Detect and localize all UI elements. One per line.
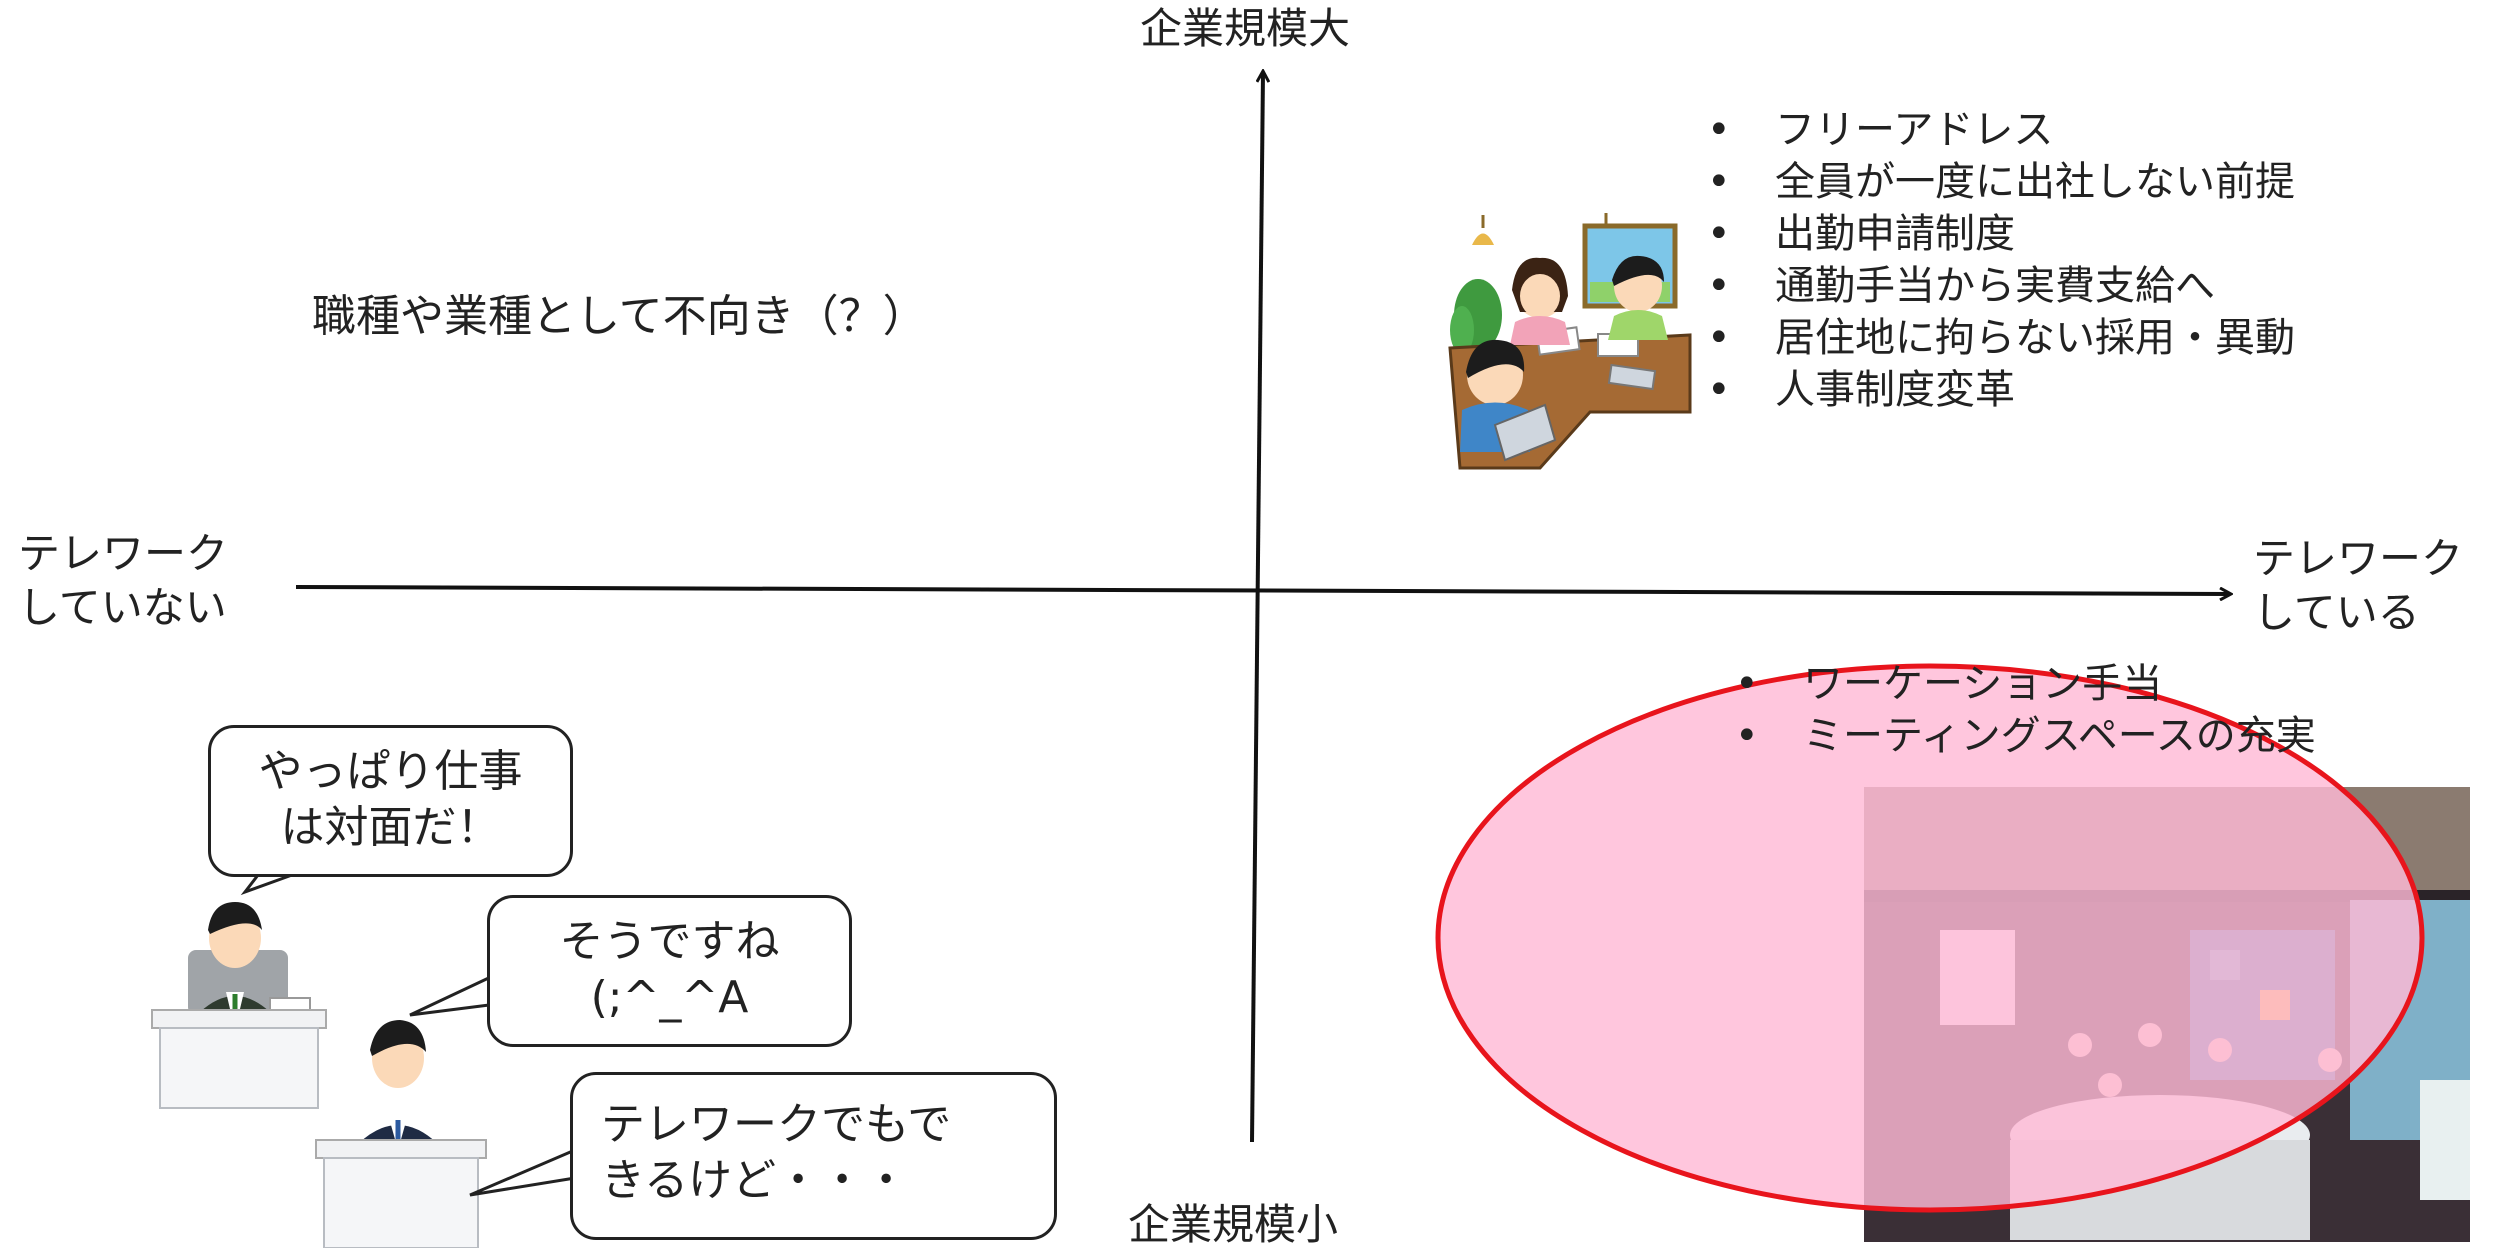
worker2-speech-bubble: テレワークでもで きるけど・・・ <box>570 1072 1057 1240</box>
worker1-bubble-tail <box>409 973 506 1017</box>
axis-label-bottom: 企業規模小 <box>1128 1200 1339 1249</box>
boss-speech-line2: は対面だ！ <box>280 802 501 853</box>
horizontal-axis <box>295 585 2230 594</box>
top-right-list: フリーアドレス 全員が一度に出社しない前提 出勤申請制度 通勤手当から実費支給へ… <box>1707 104 2295 416</box>
axis-label-right-line1: テレワーク <box>2253 534 2464 583</box>
list-item: 通勤手当から実費支給へ <box>1707 260 2295 312</box>
worker-illustration <box>315 1020 487 1248</box>
boss-speech-line1: やっぱり仕事 <box>258 746 523 797</box>
list-item: 居住地に拘らない採用・異動 <box>1707 312 2295 364</box>
worker2-bubble-tail <box>469 1148 576 1197</box>
axis-label-right: テレワーク している <box>2253 532 2463 640</box>
worker2-speech-line2: きるけど・・・ <box>601 1155 909 1206</box>
list-item: 人事制度変革 <box>1707 364 2295 416</box>
top-left-note: 職種や業種として不向き（？） <box>312 291 927 342</box>
worker1-speech-bubble: そうですね (;^_^A <box>487 895 852 1047</box>
worker2-speech-line1: テレワークでもで <box>601 1099 952 1150</box>
bottom-right-list: ワーケーション手当 ミーティングスペースの充実 <box>1735 658 2316 762</box>
axis-label-right-line2: している <box>2253 588 2420 637</box>
axis-label-left-line1: テレワーク <box>18 529 229 578</box>
list-item: ワーケーション手当 <box>1735 658 2316 710</box>
boss-illustration <box>151 902 327 1109</box>
boss-bubble-tail <box>240 873 293 896</box>
list-item: 出勤申請制度 <box>1707 208 2295 260</box>
worker1-speech-line2: (;^_^A <box>590 972 749 1023</box>
axis-label-top: 企業規模大 <box>1140 4 1351 53</box>
list-item: 全員が一度に出社しない前提 <box>1707 156 2295 208</box>
worker1-speech-line1: そうですね <box>559 916 780 967</box>
office-meeting-illustration <box>1448 213 1692 470</box>
list-item: ミーティングスペースの充実 <box>1735 710 2316 762</box>
vertical-axis <box>1250 72 1263 1143</box>
axis-label-left: テレワーク していない <box>18 527 228 635</box>
list-item: フリーアドレス <box>1707 104 2295 156</box>
axis-label-left-line2: していない <box>18 583 227 632</box>
boss-speech-bubble: やっぱり仕事 は対面だ！ <box>208 725 573 877</box>
